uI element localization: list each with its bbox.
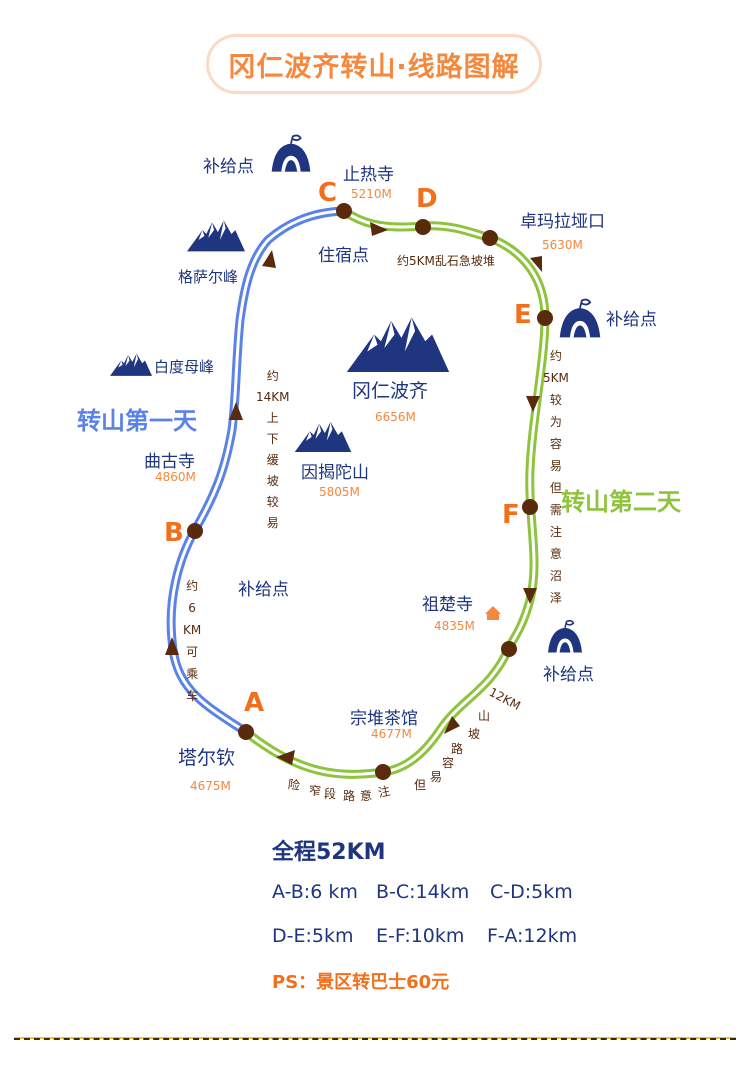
segment-note-f-tea-6: 但 [414, 778, 427, 792]
mountain-alt-yinjietuo: 5805M [319, 485, 360, 499]
mountain-icon-kailash [346, 317, 450, 372]
segment-note-ef: 约 5KM 较 为 容 易 但 需 注 意 沼 泽 [543, 349, 569, 605]
segment-note-f-tea-5: 易 [430, 770, 443, 784]
mountain-name-baidumu: 白度母峰 [154, 358, 215, 376]
waypoint-letter-e: E [514, 300, 532, 330]
route-map [110, 134, 602, 780]
mountain-alt-kailash: 6656M [375, 410, 416, 424]
segment-note-f-tea-3: 路 [451, 742, 464, 756]
distance-ef: E-F:10km [376, 925, 465, 947]
distance-bc: B-C:14km [376, 881, 470, 903]
waypoint-letter-a: A [244, 688, 265, 718]
day1-label: 转山第一天 [77, 407, 197, 435]
landmark-zongduichaguan-alt: 4677M [371, 727, 412, 741]
distance-fa: F-A:12km [487, 925, 578, 947]
mountain-icon-yinjietuo [294, 421, 352, 452]
segment-note-f-tea-1: 山 [478, 709, 491, 723]
day2-label: 转山第二天 [561, 488, 681, 516]
segment-note-f-tea-4: 容 [442, 756, 455, 770]
tent-icon-1 [270, 134, 312, 173]
temple-icon [485, 606, 501, 620]
landmark-zuchusi: 祖楚寺 [422, 595, 473, 615]
lodging-label: 住宿点 [318, 246, 369, 266]
segment-note-tea-a-0: 险 [287, 777, 301, 793]
bus-fare-note: PS：景区转巴士60元 [272, 972, 450, 993]
segment-note-ab: 约 6 KM 可 乘 车 [183, 579, 202, 703]
mountain-name-kailash: 冈仁波齐 [352, 380, 429, 402]
waypoint-name-a: 塔尔钦 [178, 747, 236, 769]
segment-note-tea-a-4: 意 [359, 788, 373, 804]
segment-note-tea-a-1: 窄 [308, 783, 322, 799]
segment-note-bc: 约 14KM 上 下 缓 坡 较 易 [256, 369, 290, 530]
waypoint-letter-f: F [502, 500, 520, 530]
supply-label-2: 补给点 [606, 310, 657, 330]
direction-arrows [165, 222, 542, 765]
distance-de: D-E:5km [272, 925, 354, 947]
landmark-zongduichaguan: 宗堆茶馆 [350, 709, 418, 729]
day2-route [241, 206, 550, 779]
tent-icon-3 [547, 620, 583, 654]
distance-ab: A-B:6 km [272, 881, 358, 903]
divider [14, 1038, 736, 1040]
tent-icon-2 [558, 298, 602, 339]
landmark-zhuomalayakou-alt: 5630M [542, 238, 583, 252]
supply-label-3: 补给点 [543, 665, 594, 685]
waypoint-letter-d: D [416, 184, 438, 214]
segment-note-tea-a-3: 路 [343, 789, 356, 803]
title-banner: 冈仁波齐转山·线路图解 [206, 34, 542, 94]
segment-note-f-tea-2: 坡 [468, 727, 481, 741]
landmark-zhuomalayakou: 卓玛拉垭口 [520, 212, 605, 232]
waypoint-letter-c: C [318, 178, 338, 208]
waypoint-name-b: 曲古寺 [144, 452, 195, 472]
waypoint-name-c: 止热寺 [343, 165, 394, 185]
waypoint-alt-c: 5210M [351, 187, 392, 201]
segment-note-tea-a-2: 段 [324, 787, 337, 801]
mountain-name-yinjietuo: 因揭陀山 [301, 463, 369, 483]
mountain-icon-baidumu [110, 353, 152, 376]
waypoint-letter-b: B [164, 518, 184, 548]
segment-note-cd: 约5KM乱石急坡堆 [397, 254, 495, 268]
supply-label-4: 补给点 [238, 580, 289, 600]
supply-label-1: 补给点 [203, 157, 254, 177]
mountain-icon-gesaer [187, 220, 245, 252]
landmark-zuchusi-alt: 4835M [434, 619, 475, 633]
waypoint-alt-b: 4860M [155, 470, 196, 484]
mountain-name-gesaer: 格萨尔峰 [178, 268, 239, 286]
page-title: 冈仁波齐转山·线路图解 [228, 51, 520, 83]
route-nodes [187, 203, 553, 780]
total-distance: 全程52KM [272, 840, 386, 865]
waypoint-alt-a: 4675M [190, 779, 231, 793]
distance-cd: C-D:5km [490, 881, 573, 903]
